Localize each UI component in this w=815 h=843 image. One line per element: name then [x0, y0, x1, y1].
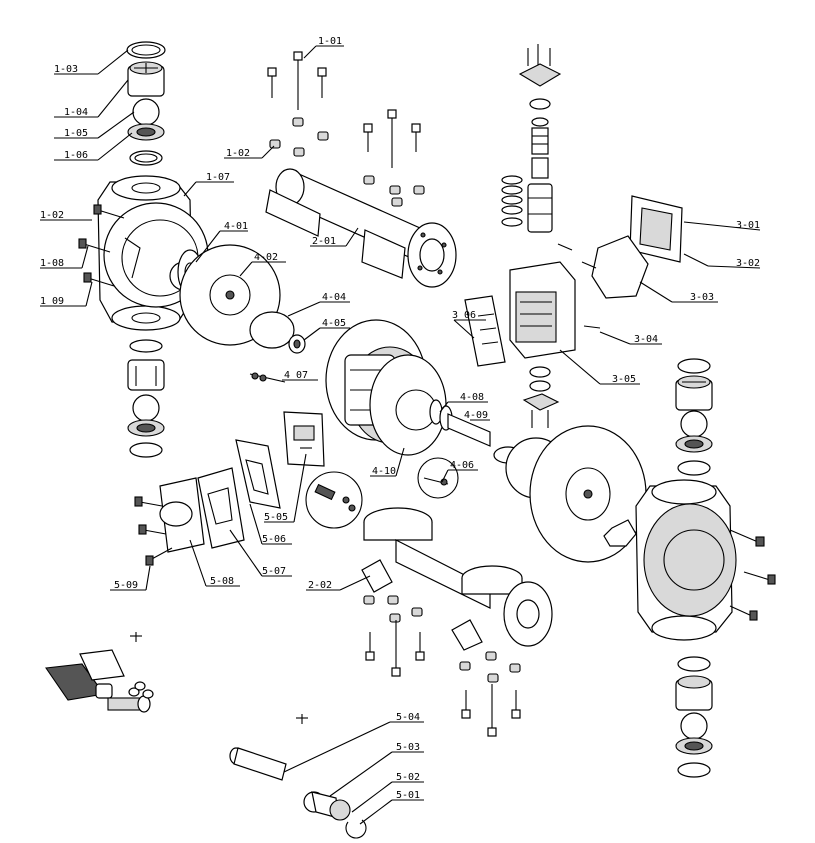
label-3-01: 3-01: [736, 220, 760, 231]
leader-lines: [40, 45, 761, 825]
label-4-08: 4-08: [460, 392, 484, 403]
left-body-bolts: [78, 204, 125, 287]
label-5-04: 5-04: [396, 712, 420, 723]
left-ball-valve-stack-bottom: [127, 339, 165, 458]
label-4-04: 4-04: [322, 292, 346, 303]
label-3-06: 3 06: [452, 310, 476, 321]
right-ball-valve-stack: [675, 358, 713, 778]
bottom-suction-manifold: [361, 507, 553, 651]
label-4-07: 4 07: [284, 370, 308, 381]
label-5-07: 5-07: [262, 566, 286, 577]
label-4-05: 4-05: [322, 318, 346, 329]
callout-labels: 1-01 1-03 1-04 1-05 1-06 1-02 1-07 1-02 …: [40, 36, 760, 801]
label-5-08: 5-08: [210, 576, 234, 587]
air-valve-stack: [464, 44, 683, 428]
label-1-06: 1-06: [64, 150, 88, 161]
top-discharge-manifold: [265, 168, 457, 288]
label-5-06: 5-06: [262, 534, 286, 545]
center-air-chamber: [249, 319, 491, 456]
label-2-01: 2-01: [312, 236, 336, 247]
label-5-09: 5-09: [114, 580, 138, 591]
label-3-02: 3-02: [736, 258, 760, 269]
label-2-02: 2-02: [308, 580, 332, 591]
label-5-05: 5-05: [264, 512, 288, 523]
right-fluid-cover: [635, 479, 776, 641]
label-1-04: 1-04: [64, 107, 88, 118]
label-1-02-left: 1-02: [40, 210, 64, 221]
left-ball-valve-stack-top: [126, 41, 166, 166]
label-1-03: 1-03: [54, 64, 78, 75]
right-diaphragm-assembly: [493, 425, 647, 563]
label-5-03: 5-03: [396, 742, 420, 753]
top-manifold-bolts: [267, 51, 425, 207]
label-3-05: 3-05: [612, 374, 636, 385]
label-1-09: 1 09: [40, 296, 64, 307]
label-4-02: 4-02: [254, 252, 278, 263]
label-4-09: 4-09: [464, 410, 488, 421]
label-1-07: 1-07: [206, 172, 230, 183]
left-diaphragm-assembly: [177, 244, 306, 354]
bottom-manifold-bolts: [363, 595, 521, 737]
label-1-01: 1-01: [318, 36, 342, 47]
label-4-01: 4-01: [224, 221, 248, 232]
label-4-06: 4-06: [450, 460, 474, 471]
label-3-04: 3-04: [634, 334, 658, 345]
label-1-08: 1-08: [40, 258, 64, 269]
pilot-valve-assembly: [134, 411, 459, 566]
label-4-10: 4-10: [372, 466, 396, 477]
label-3-03: 3-03: [690, 292, 714, 303]
label-1-05: 1-05: [64, 128, 88, 139]
label-5-01: 5-01: [396, 790, 420, 801]
pilot-spool-parts: [45, 632, 367, 839]
label-5-02: 5-02: [396, 772, 420, 783]
label-1-02-top: 1-02: [226, 148, 250, 159]
